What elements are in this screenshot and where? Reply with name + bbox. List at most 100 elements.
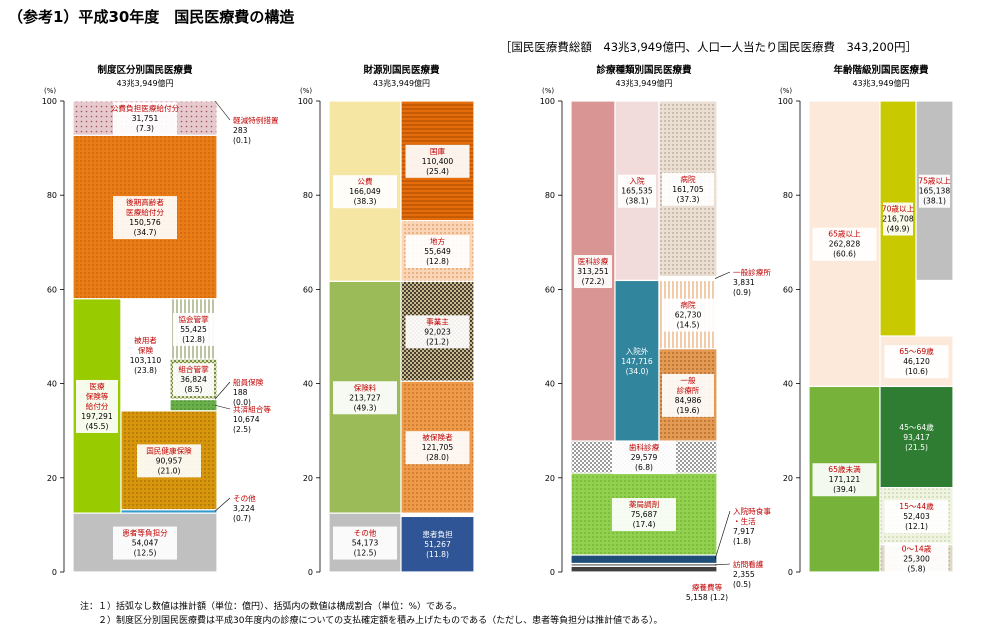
label-box <box>405 315 470 349</box>
chart-total: 43兆3,949億円 <box>373 78 430 88</box>
y-tick-label: 0 <box>52 568 57 577</box>
label-box <box>612 498 676 532</box>
label-box <box>405 431 470 465</box>
y-tick-label: 80 <box>545 191 555 200</box>
bar-segment <box>169 399 218 412</box>
bar-segment <box>570 565 718 573</box>
label-box <box>405 235 470 269</box>
label-box <box>662 298 714 332</box>
callout-leader <box>214 497 231 512</box>
callout-leader <box>714 510 731 560</box>
callout-leader <box>714 271 731 279</box>
y-axis-unit: (%) <box>300 87 312 95</box>
y-axis-unit: (%) <box>44 87 56 95</box>
y-tick-label: 100 <box>778 97 793 106</box>
chart-title: 年齢階級別国民医療費 <box>833 64 929 76</box>
label-box <box>113 102 177 136</box>
y-tick-label: 60 <box>545 285 555 294</box>
chart-title: 制度区分別国民医療費 <box>97 64 193 76</box>
label-box <box>662 373 714 417</box>
page-title: （参考1）平成30年度 国民医療費の構造 <box>8 8 295 26</box>
label-box <box>333 381 397 415</box>
y-tick-label: 100 <box>540 97 555 106</box>
label-box <box>113 526 177 560</box>
label-box <box>618 174 656 208</box>
y-tick-label: 80 <box>783 191 793 200</box>
page-subtitle: ［国民医療費総額 43兆3,949億円、人口一人当たり国民医療費 343,200… <box>499 40 917 54</box>
callout-leader <box>214 100 231 121</box>
label-box <box>76 379 118 433</box>
y-tick-label: 20 <box>47 474 57 483</box>
chart-total: 43兆3,949億円 <box>852 78 909 88</box>
label-box <box>124 333 167 377</box>
label-box <box>919 174 950 208</box>
y-tick-label: 60 <box>47 285 57 294</box>
label-box <box>173 363 214 397</box>
bar-segment <box>400 515 475 573</box>
label-box <box>612 441 676 475</box>
label-box <box>884 500 949 534</box>
y-tick-label: 100 <box>42 97 57 106</box>
y-tick-label: 40 <box>47 380 57 389</box>
label-box <box>405 144 470 178</box>
y-tick-label: 0 <box>550 568 555 577</box>
label-box <box>884 542 949 576</box>
y-tick-label: 0 <box>788 568 793 577</box>
callout-leader <box>214 404 231 410</box>
y-tick-label: 20 <box>303 474 313 483</box>
y-tick-label: 20 <box>545 474 555 483</box>
callout-leader <box>714 563 731 566</box>
label-box <box>173 312 214 346</box>
y-tick-label: 60 <box>783 285 793 294</box>
label-box <box>883 202 913 236</box>
label-box <box>333 175 397 209</box>
label-box <box>574 255 612 289</box>
y-tick-label: 40 <box>545 380 555 389</box>
label-box <box>333 526 397 560</box>
chart-title: 財源別国民医療費 <box>362 64 440 76</box>
callout-leader <box>214 381 231 400</box>
note-1: 注：１）括弧なし数値は推計額（単位：億円）、括弧内の数値は構成割合（単位：%）で… <box>80 602 462 612</box>
label-box <box>884 345 949 379</box>
bar-segment <box>879 385 954 489</box>
chart-1: 制度区分別国民医療費43兆3,949億円(%)020406080100公費負担医… <box>42 64 279 577</box>
y-axis-unit: (%) <box>542 87 554 95</box>
note-2: ２）制度区分別国民医療費は平成30年度内の診療についての支払確定額を積み上げたも… <box>80 616 663 626</box>
label-box <box>812 463 877 497</box>
